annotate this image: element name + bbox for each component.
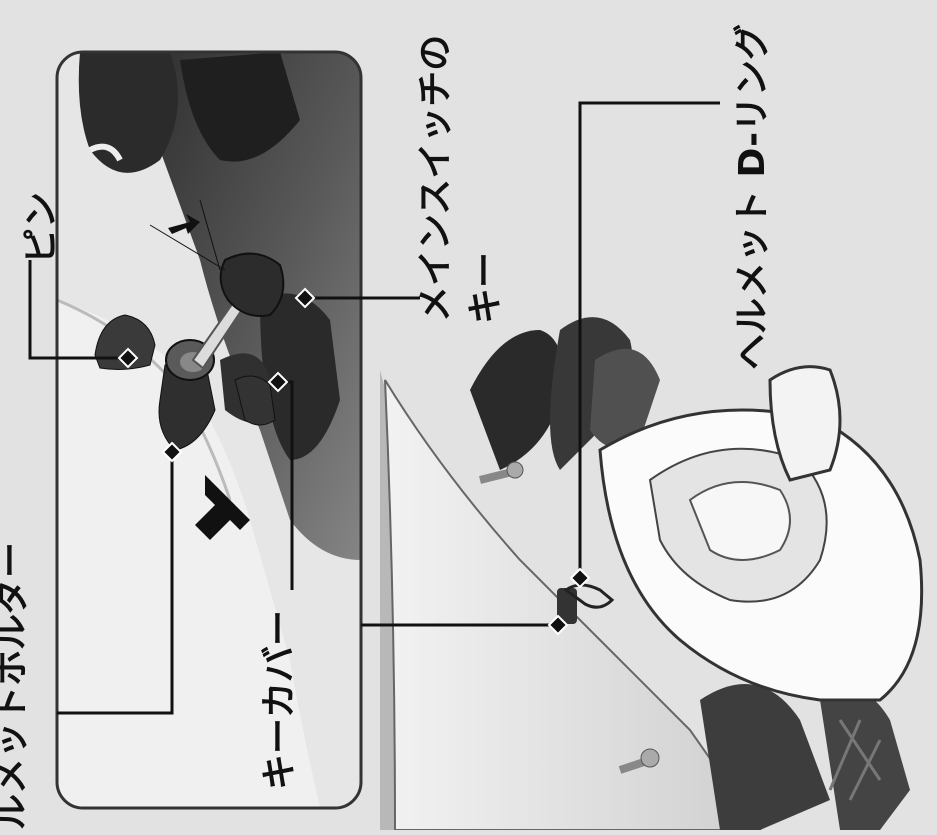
label-helmet-holder: ルメットホルダー	[0, 541, 32, 830]
label-main-switch-key-line1: メインスイッチの	[415, 34, 456, 322]
leader-helmet-d-ring	[578, 101, 720, 578]
marker-helmet-holder	[161, 441, 183, 463]
marker-pin	[117, 347, 139, 369]
label-key-cover: キーカバー	[259, 609, 300, 790]
marker-helmet-d-ring	[569, 567, 591, 589]
helmet	[598, 365, 924, 702]
inset-panel	[55, 50, 363, 810]
label-helmet-d-ring: ヘルメット D-リング	[732, 23, 773, 370]
label-pin: ピン	[21, 191, 62, 264]
d-ring	[557, 583, 615, 624]
motorcycle-body	[380, 317, 910, 831]
marker-inset-link	[547, 614, 569, 636]
leader-pin	[28, 260, 128, 360]
leader-lines	[28, 101, 720, 715]
marker-key-cover	[267, 371, 289, 393]
label-main-switch-key-line2: キー	[465, 251, 506, 324]
marker-main-switch-key	[294, 287, 316, 309]
leader-helmet-holder	[57, 452, 174, 715]
markers	[117, 287, 591, 636]
